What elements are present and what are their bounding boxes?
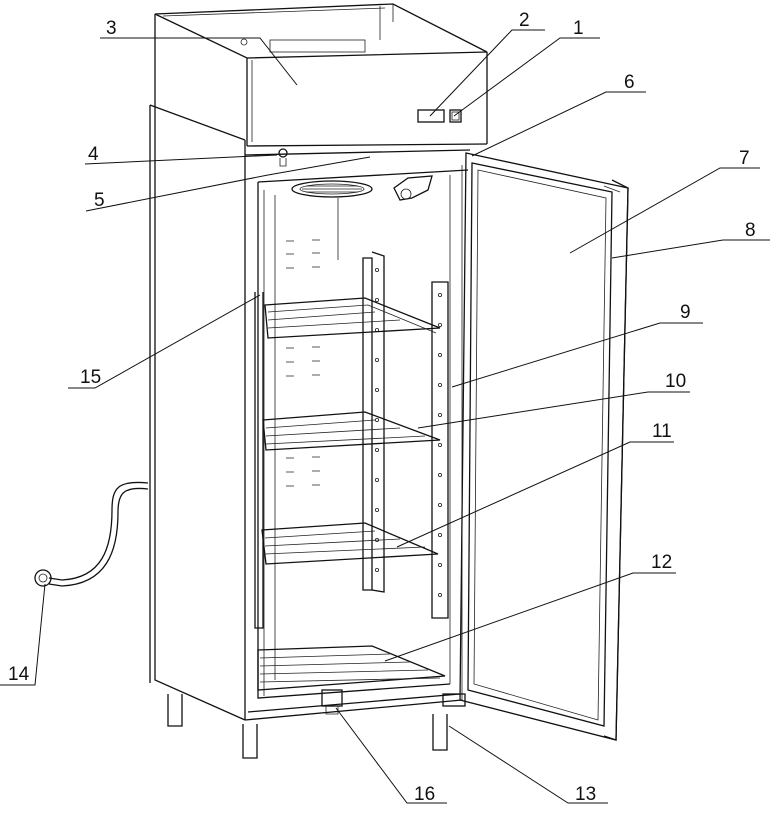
callout-15: 15 [80, 367, 101, 388]
callout-leaders [0, 29, 770, 804]
top-compressor-housing [154, 3, 488, 147]
power-cord [34, 481, 149, 587]
callout-4: 4 [88, 144, 99, 165]
cabinet-feet [167, 694, 448, 759]
callout-5: 5 [94, 190, 105, 211]
callout-7: 7 [739, 148, 750, 169]
bottom-wire-shelf [257, 645, 446, 691]
callout-labels: 1 2 3 4 5 6 7 8 9 10 11 12 13 14 15 16 [8, 10, 756, 805]
callout-11: 11 [652, 421, 672, 442]
glass-door [459, 152, 629, 741]
back-wall-vents [274, 195, 339, 680]
callout-10: 10 [665, 371, 686, 392]
callout-16: 16 [414, 784, 435, 805]
shelf-rails [254, 251, 449, 629]
evaporator-fan [291, 180, 373, 198]
callout-14: 14 [8, 664, 30, 685]
wire-shelf-3 [261, 522, 439, 565]
interior-light [393, 175, 433, 201]
door-hinge [442, 693, 466, 707]
controller-display [417, 109, 445, 123]
power-switch [449, 109, 462, 123]
wire-shelf-1 [264, 297, 441, 339]
callout-13: 13 [575, 784, 596, 805]
callout-12: 12 [651, 552, 672, 573]
callout-1: 1 [573, 18, 584, 39]
callout-8: 8 [745, 220, 756, 241]
wire-shelf-2 [262, 411, 441, 451]
callout-2: 2 [519, 10, 530, 31]
cabinet-body [149, 14, 471, 721]
door-lock [278, 148, 288, 167]
callout-9: 9 [680, 302, 691, 323]
callout-6: 6 [624, 72, 635, 93]
callout-3: 3 [106, 18, 117, 39]
